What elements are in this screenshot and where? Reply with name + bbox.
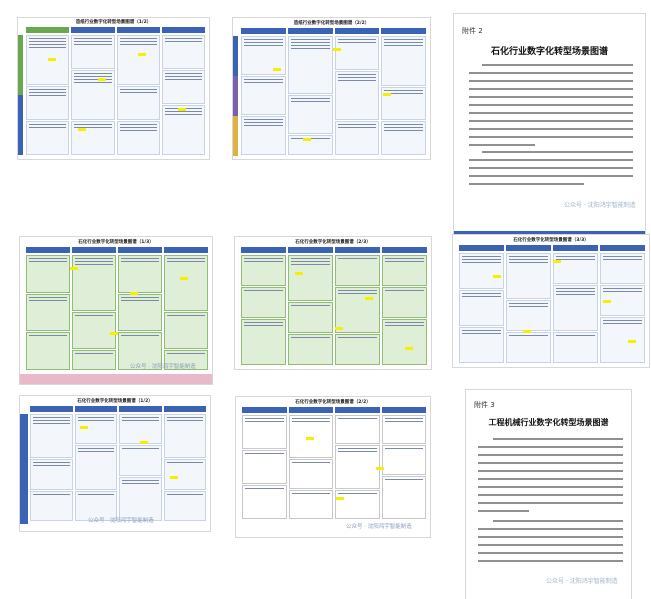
- page-title: 石化行业数字化转型场景图谱（2/3）: [295, 240, 371, 245]
- page-thumbnail-4[interactable]: 石化行业数字化转型场景图谱（1/3） 公众号 · 沈阳鸿宇智能制造: [20, 237, 212, 384]
- document-title: 石化行业数字化转型场景图谱: [490, 47, 608, 57]
- page-title: 造纸行业数字化转型场景图谱（2/2）: [293, 21, 370, 26]
- scene-grid: [30, 414, 206, 521]
- watermark: 公众号 · 沈阳鸿宇智能制造: [564, 202, 636, 209]
- page-title: 石化行业数字化转型场景图谱（1/3）: [78, 240, 154, 245]
- watermark: 公众号 · 沈阳鸿宇智能制造: [88, 518, 154, 524]
- page-thumbnail-2[interactable]: 造纸行业数字化转型场景图谱（2/2）: [233, 18, 430, 159]
- page-thumbnail-1[interactable]: 造纸行业数字化转型场景图谱（1/2）: [18, 18, 209, 159]
- scene-grid: [26, 255, 208, 371]
- page-thumbnail-6[interactable]: 石化行业数字化转型场景图谱（3/3）: [453, 235, 649, 367]
- body-paragraph: [478, 438, 623, 518]
- scene-grid: [242, 415, 426, 519]
- scene-grid: [459, 253, 645, 363]
- scene-grid: [26, 35, 205, 155]
- scene-grid: [241, 36, 426, 156]
- page-thumbnail-9[interactable]: 附件 3 工程机械行业数字化转型场景图谱 公众号 · 沈阳鸿宇智能制造: [466, 390, 631, 599]
- page-thumbnail-7[interactable]: 石化行业数字化转型场景图谱（1/2） 公众号 · 沈阳鸿宇智能制造: [20, 396, 210, 531]
- scene-grid: [241, 255, 427, 365]
- body-paragraph: [469, 64, 633, 152]
- page-title: 石化行业数字化转型场景图谱（3/3）: [513, 238, 589, 243]
- page-title: 石化行业数字化转型场景图谱（1/2）: [77, 399, 153, 404]
- page-thumbnail-3[interactable]: 附件 2 石化行业数字化转型场景图谱 公众号 · 沈阳鸿宇智能制造: [454, 14, 645, 235]
- column-headers: [459, 245, 645, 251]
- annex-tag: 附件 3: [474, 401, 495, 409]
- column-headers: [26, 247, 208, 253]
- watermark: 公众号 · 沈阳鸿宇智能制造: [130, 364, 196, 370]
- bottom-bar: [454, 231, 645, 235]
- page-title: 造纸行业数字化转型场景图谱（1/2）: [75, 20, 152, 25]
- page-title: 石化行业数字化转型场景图谱（2/2）: [295, 400, 371, 405]
- pink-footer-bar: [20, 374, 212, 384]
- watermark: 公众号 · 沈阳鸿宇智能制造: [546, 578, 618, 585]
- column-headers: [242, 407, 426, 413]
- column-headers: [241, 247, 427, 253]
- page-thumbnail-8[interactable]: 石化行业数字化转型场景图谱（2/2） 公众号 · 沈阳鸿宇智能制造: [236, 397, 430, 537]
- body-paragraph: [478, 520, 623, 568]
- column-headers: [26, 27, 205, 33]
- column-headers: [241, 28, 426, 34]
- column-headers: [30, 406, 206, 412]
- watermark: 公众号 · 沈阳鸿宇智能制造: [346, 524, 412, 530]
- document-title: 工程机械行业数字化转型场景图谱: [488, 417, 609, 427]
- body-paragraph: [469, 151, 633, 191]
- page-thumbnail-5[interactable]: 石化行业数字化转型场景图谱（2/3）: [235, 237, 431, 369]
- annex-tag: 附件 2: [462, 27, 483, 35]
